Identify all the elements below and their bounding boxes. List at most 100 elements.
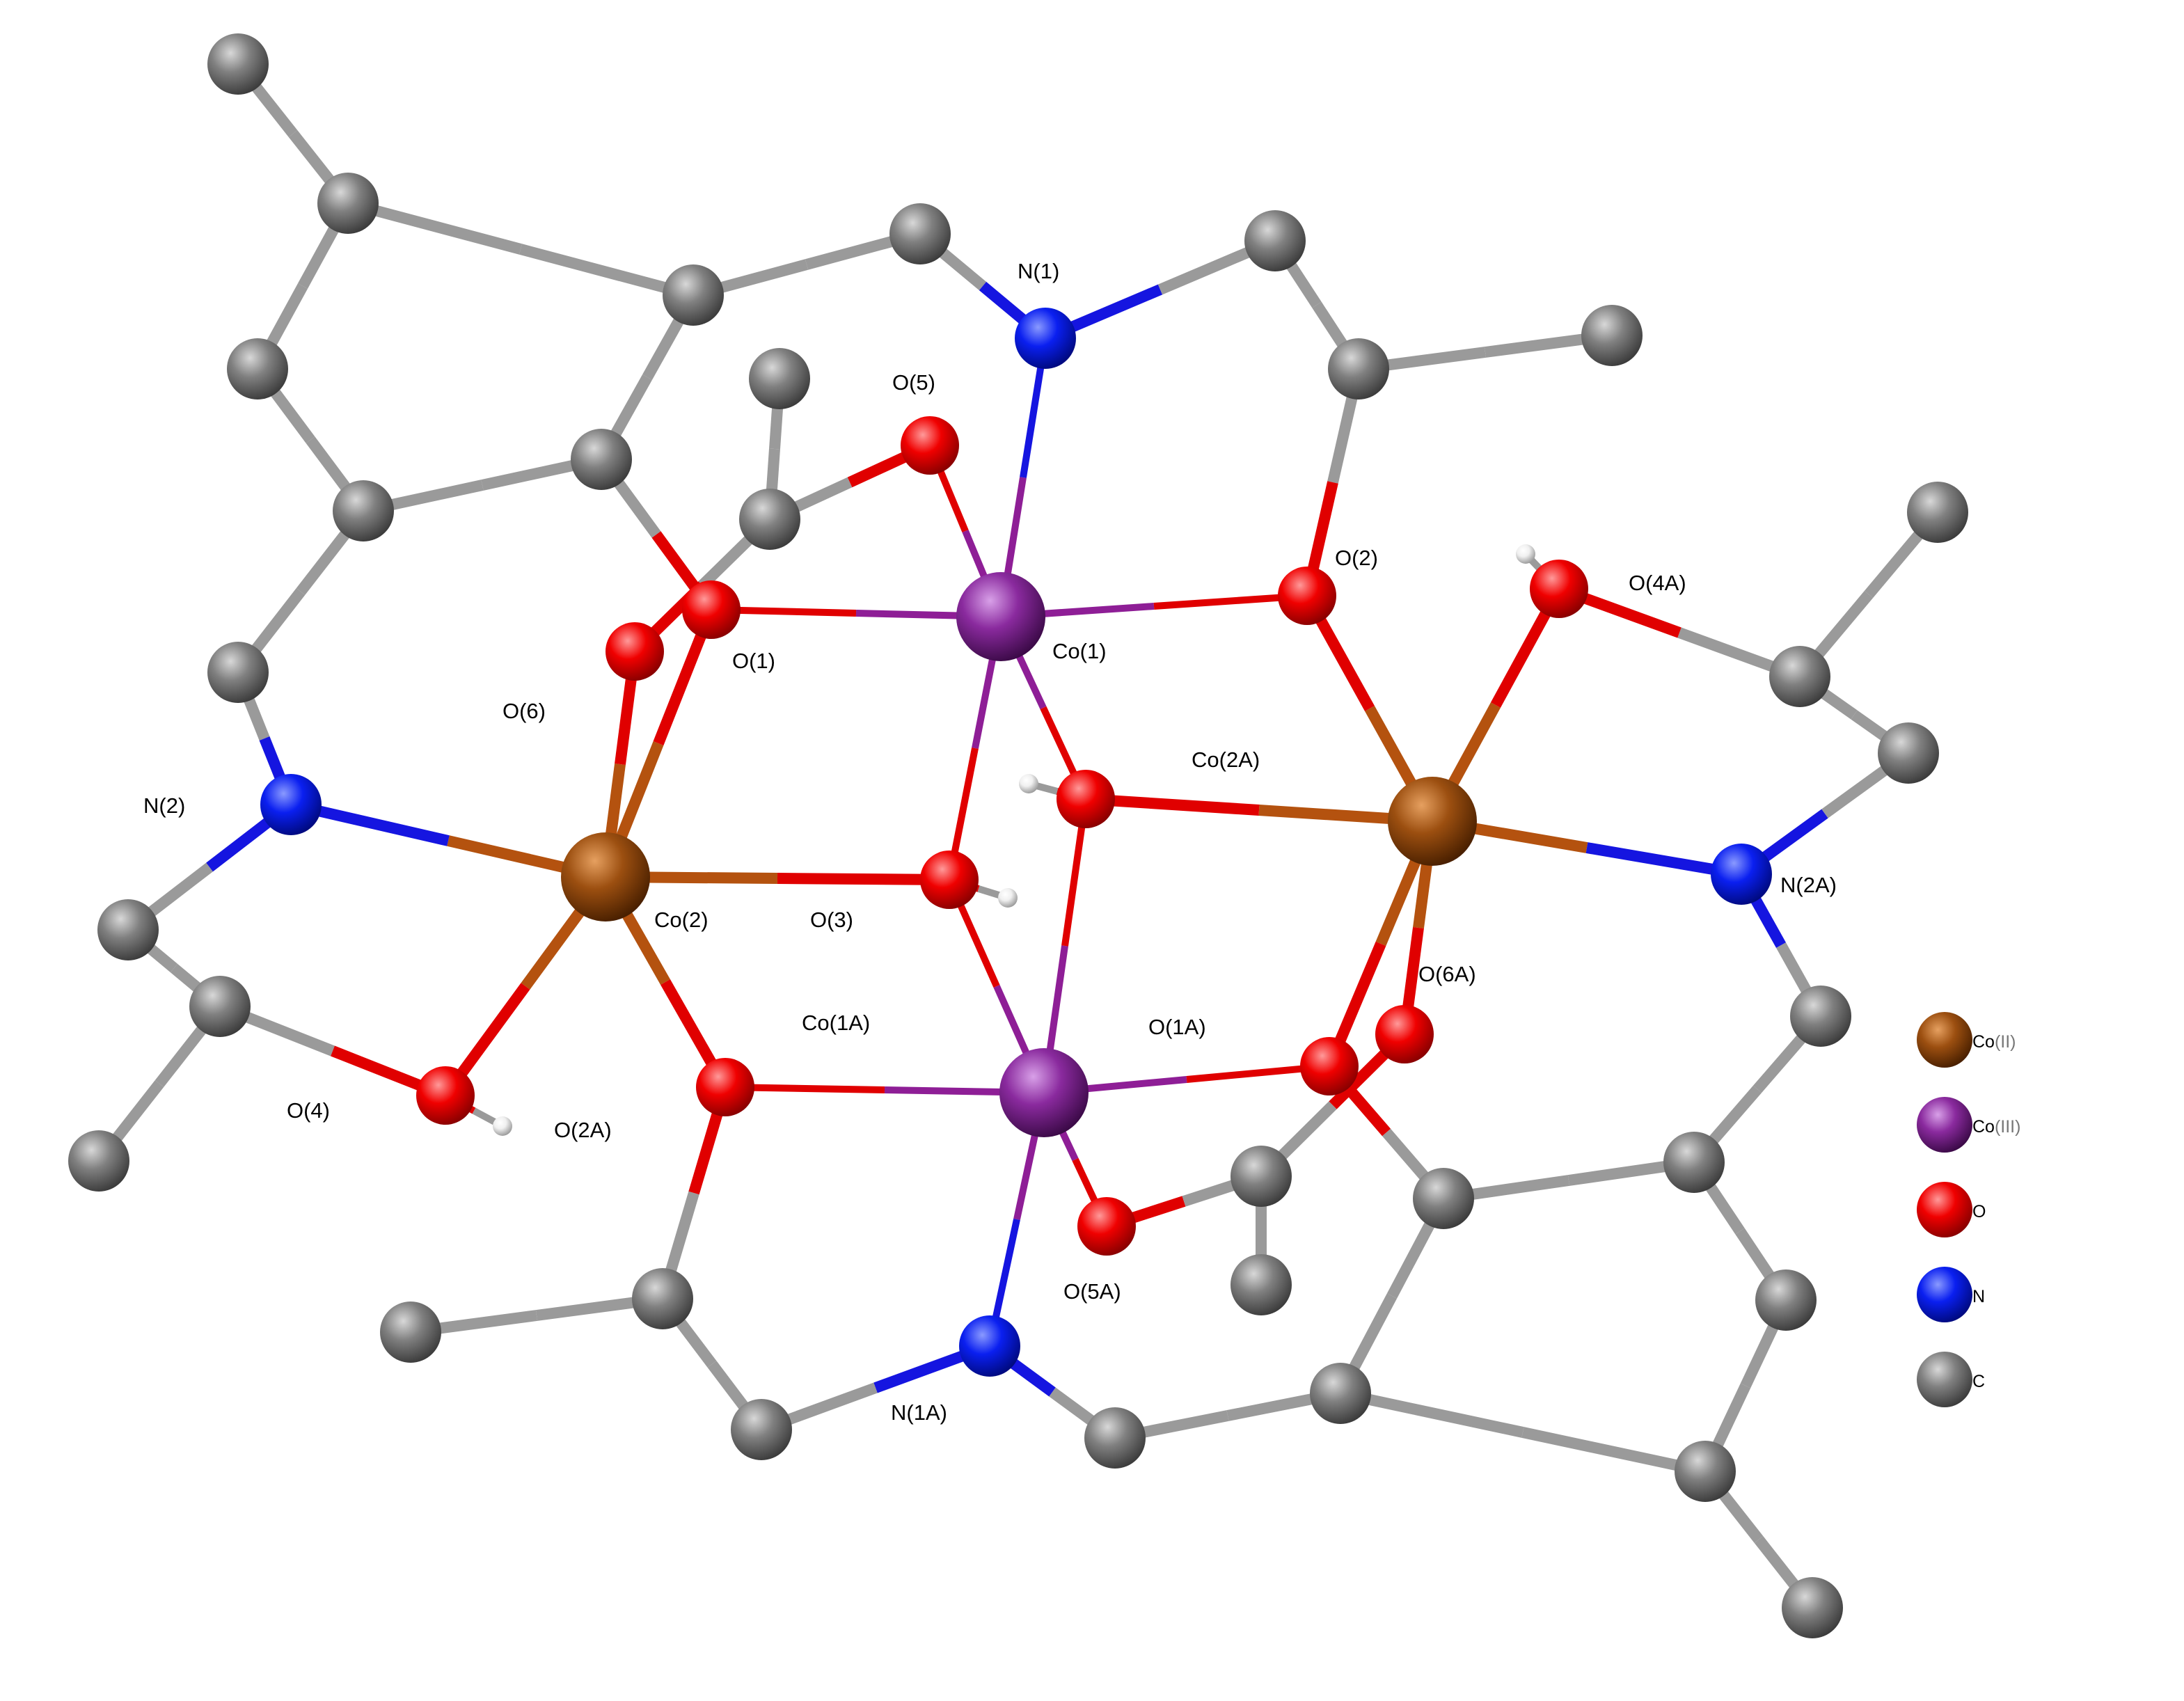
bond-Cb6-Cb3 — [1335, 1196, 1449, 1396]
atom-Ca6 — [571, 429, 632, 490]
label-O4A: O(4A) — [1629, 571, 1686, 595]
atom-O1A — [1300, 1037, 1359, 1095]
legend-swatch — [1917, 1352, 1972, 1407]
atom-Ca12 — [97, 899, 159, 960]
bond-Cb13-Cb14 — [1795, 508, 1942, 681]
legend-label: C — [1972, 1372, 1985, 1391]
atom-O6 — [606, 622, 664, 681]
bond-Ca9-Ca10 — [1357, 330, 1613, 374]
bond-Cb3-Cb7 — [1114, 1388, 1342, 1443]
bond-Ca3-Ca7 — [691, 228, 922, 301]
atom-N1A — [959, 1315, 1020, 1377]
bond-Co2A-O3A — [1085, 793, 1433, 827]
atom-Co1 — [956, 572, 1045, 661]
label-O6: O(6) — [503, 699, 546, 723]
label-O3: O(3) — [810, 908, 853, 932]
legend-item-Co3: Co(III) — [1917, 1097, 2020, 1153]
legend-swatch — [1917, 1267, 1972, 1322]
atom-Ca3 — [663, 264, 724, 326]
bond-N1-Ca8 — [1043, 235, 1278, 344]
label-O2: O(2) — [1335, 546, 1378, 570]
atom-H4A — [1516, 544, 1535, 564]
legend-item-O: O — [1917, 1182, 1986, 1237]
bond-Co1A-O2A — [725, 1084, 1045, 1096]
atom-Cb9 — [632, 1268, 693, 1329]
atom-Cb7 — [1084, 1407, 1146, 1469]
bond-Cb5-Cb6 — [1442, 1157, 1695, 1204]
atom-Cb1 — [1782, 1577, 1843, 1638]
bond-Co2A-N2A — [1431, 816, 1743, 880]
atom-Cb16 — [1231, 1254, 1292, 1315]
atom-Cb2 — [1675, 1441, 1736, 1502]
legend-label: N — [1972, 1287, 1985, 1306]
label-O2A: O(2A) — [554, 1118, 612, 1142]
bond-Cb13-O4A — [1557, 583, 1802, 682]
atom-O6A — [1375, 1005, 1434, 1063]
label-Co1: Co(1) — [1052, 639, 1107, 663]
bond-Cb9-O2A — [657, 1085, 731, 1301]
atom-O1 — [682, 580, 741, 639]
label-O1A: O(1A) — [1148, 1015, 1206, 1039]
atom-Ca16 — [749, 348, 810, 409]
atom-Cb14 — [1907, 482, 1968, 543]
bond-Ca13-O4 — [218, 1001, 448, 1101]
bond-Ca2-Ca3 — [346, 198, 695, 301]
atom-Ca15 — [739, 489, 800, 550]
atom-O4A — [1530, 560, 1588, 618]
atom-Cb8 — [731, 1399, 792, 1460]
label-O6A: O(6A) — [1418, 962, 1476, 986]
label-Co1A: Co(1A) — [802, 1011, 870, 1035]
bond-N2A-Cb12 — [1738, 748, 1912, 879]
atom-Ca2 — [317, 173, 379, 234]
atom-Co1A — [999, 1048, 1089, 1137]
legend-label: Co(III) — [1972, 1117, 2020, 1137]
labels-layer: Co(1)Co(1A)Co(2)Co(2A)N(1)N(1A)N(2)N(2A)… — [143, 259, 1837, 1425]
label-Co2A: Co(2A) — [1192, 747, 1260, 772]
label-O5: O(5) — [892, 370, 935, 395]
atom-O5 — [901, 416, 959, 475]
label-Co2: Co(2) — [654, 908, 709, 932]
legend-item-C: C — [1917, 1352, 1985, 1407]
label-O5A: O(5A) — [1063, 1279, 1121, 1304]
atom-Cb12 — [1878, 722, 1939, 784]
bonds-layer — [94, 61, 1942, 1611]
bond-Ca5-Ca11 — [233, 507, 368, 676]
label-O4: O(4) — [287, 1098, 330, 1123]
atom-Cb13 — [1769, 646, 1830, 707]
bond-N2-Ca12 — [125, 800, 294, 935]
atom-H4 — [493, 1116, 512, 1136]
label-O1: O(1) — [732, 649, 775, 673]
bond-Ca5-Ca6 — [362, 454, 603, 516]
atom-O2A — [696, 1058, 754, 1116]
label-N2A: N(2A) — [1780, 873, 1837, 897]
atom-Ca11 — [207, 642, 269, 703]
atom-Cb6 — [1413, 1168, 1474, 1229]
atom-O3 — [920, 851, 979, 909]
atom-Ca10 — [1581, 305, 1643, 366]
atom-Co2A — [1388, 777, 1477, 866]
atoms-layer — [68, 33, 1968, 1638]
legend-swatch — [1917, 1182, 1972, 1237]
label-N1A: N(1A) — [891, 1400, 947, 1425]
atom-N1 — [1015, 308, 1076, 369]
atom-O3A — [1057, 770, 1115, 828]
atom-H3 — [998, 888, 1018, 908]
atom-Ca1 — [207, 33, 269, 95]
atom-Ca8 — [1244, 210, 1306, 271]
legend-swatch — [1917, 1012, 1972, 1068]
atom-Cb10 — [380, 1302, 441, 1363]
bond-Co1-O2 — [1000, 592, 1308, 620]
atom-O2 — [1278, 567, 1336, 625]
atom-Ca7 — [889, 203, 951, 264]
atom-O5A — [1077, 1197, 1136, 1256]
atom-N2 — [260, 774, 322, 835]
atom-Cb3 — [1310, 1363, 1371, 1424]
bond-Cb9-Cb10 — [409, 1293, 664, 1338]
atom-Ca4 — [227, 338, 288, 399]
legend-item-N: N — [1917, 1267, 1985, 1322]
label-N1: N(1) — [1018, 259, 1059, 283]
atom-Ca5 — [333, 480, 394, 541]
atom-Cb11 — [1790, 986, 1851, 1047]
